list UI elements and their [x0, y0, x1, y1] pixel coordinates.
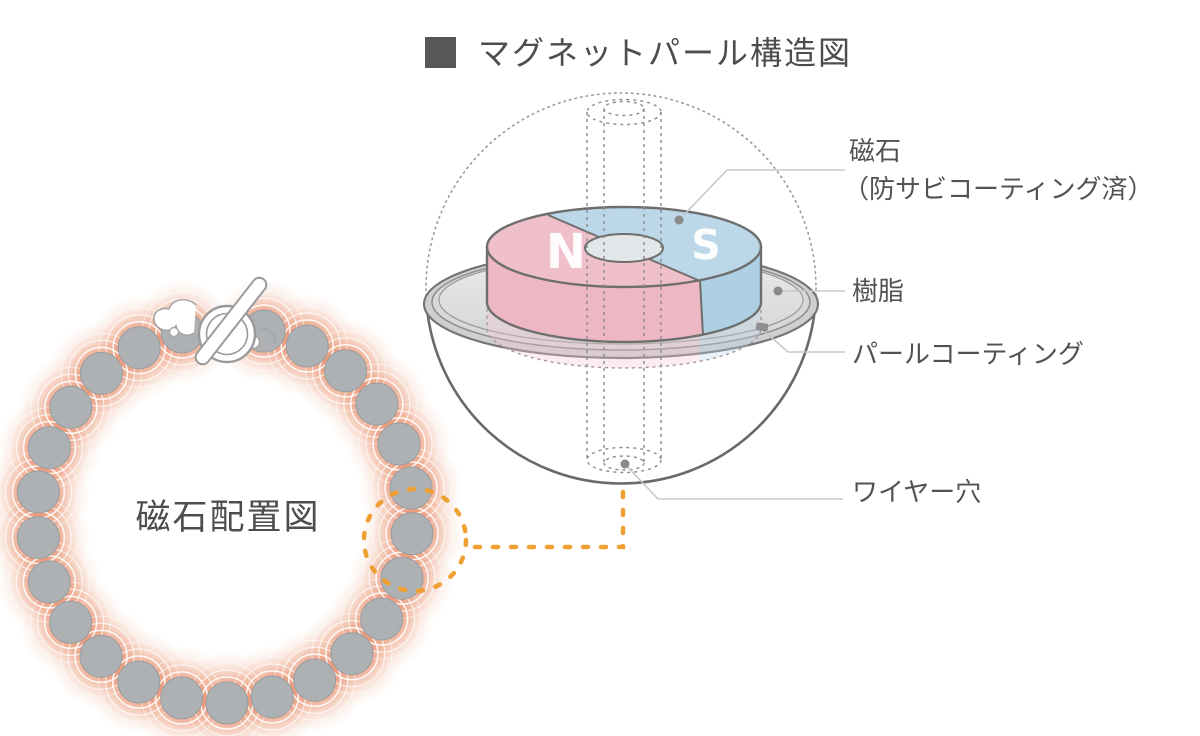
magnet-bead [205, 681, 249, 725]
magnet-bead [324, 349, 368, 393]
magnet-bead [117, 326, 161, 370]
leader-wire-hole [624, 463, 843, 500]
clasp-filigree-dot [168, 326, 180, 338]
field-ring [305, 330, 387, 412]
magnet-bead [380, 556, 424, 600]
leader-dot-resin [773, 286, 783, 296]
arrangement-diagram-label: 磁石配置図 [135, 498, 320, 538]
leader-pearl-coating [761, 328, 845, 353]
label-magnet-note: （防サビコーティング済） [843, 175, 1153, 205]
magnet-bead [117, 660, 161, 704]
field-ring [336, 363, 418, 445]
leader-lines [624, 169, 845, 500]
label-wire-hole: ワイヤー穴 [852, 478, 981, 508]
clasp-filigree-curl [258, 328, 276, 344]
label-magnet: 磁石 [849, 137, 901, 167]
field-ring [318, 620, 386, 688]
magnet-bead [330, 632, 374, 676]
south-pole-label: S [691, 221, 721, 269]
field-ring [347, 585, 416, 653]
highlight-dashed-line [463, 489, 626, 550]
magnet-bead [293, 658, 337, 702]
field-ring [372, 417, 426, 471]
field-ring [325, 626, 379, 681]
page-title: マグネットパール構造図 [425, 34, 852, 72]
magnet-bead [49, 600, 93, 644]
field-ring [60, 615, 142, 697]
magnet-center-hole [584, 233, 664, 263]
field-ring [354, 592, 409, 646]
field-ring [318, 343, 373, 398]
magnet-bead [27, 560, 71, 604]
magnet-bead [79, 351, 123, 395]
sphere-dotted-outline [425, 92, 817, 484]
field-ring [111, 655, 166, 709]
field-ring [44, 380, 98, 435]
ring-magnet: N S [485, 205, 763, 344]
magnet-bead [27, 426, 71, 470]
field-ring [67, 622, 135, 691]
clasp-icon [153, 276, 276, 366]
magnet-bead [285, 324, 329, 368]
magnet-bead [49, 385, 93, 429]
magnet-north-top-face [486, 215, 700, 288]
field-ring [74, 629, 128, 684]
clasp-bar [194, 276, 268, 366]
field-ring [112, 320, 167, 375]
magnet-bead [355, 382, 399, 426]
field-ring [343, 370, 411, 438]
title-text: マグネットパール構造図 [478, 34, 852, 72]
magnet-bead [390, 512, 434, 556]
magnet-bead [16, 470, 60, 514]
magnet-bead [360, 597, 404, 641]
magnet-arrangement-diagram: 磁石配置図 [0, 276, 465, 736]
field-ring [287, 653, 342, 708]
north-pole-label: N [546, 224, 586, 280]
leader-dot-wire-hole [620, 459, 630, 469]
wire-hole-cylinder [586, 98, 662, 474]
field-ring [37, 373, 105, 441]
magnet-bead [377, 422, 421, 466]
field-ring [74, 346, 129, 401]
field-ring [280, 319, 335, 373]
title-bullet-square-icon [425, 37, 456, 68]
magnet-outlines [485, 205, 763, 344]
magnet-north-side-face [486, 247, 703, 343]
leader-magnet [678, 169, 845, 221]
magnet-bead [160, 676, 204, 720]
label-pearl-coating: パールコーティング [852, 340, 1084, 370]
pearl-structure-diagram: N S 磁石 （防サビコーティング済） 樹脂 [422, 92, 1153, 508]
part-labels: 磁石 （防サビコーティング済） 樹脂 パールコーティング ワイヤー穴 [843, 137, 1153, 508]
coating-marker [755, 322, 769, 332]
magnet-south-side-face [700, 247, 762, 336]
magnet-bead [16, 516, 60, 560]
highlight-connector [361, 486, 626, 594]
leader-dot-magnet [674, 215, 684, 225]
label-resin: 樹脂 [852, 277, 904, 307]
projection-dashed-outline [486, 302, 762, 369]
magnet-bead [79, 634, 123, 678]
highlight-dashed-circle [361, 486, 469, 594]
magnet-bead [250, 675, 294, 719]
field-ring [36, 588, 105, 656]
